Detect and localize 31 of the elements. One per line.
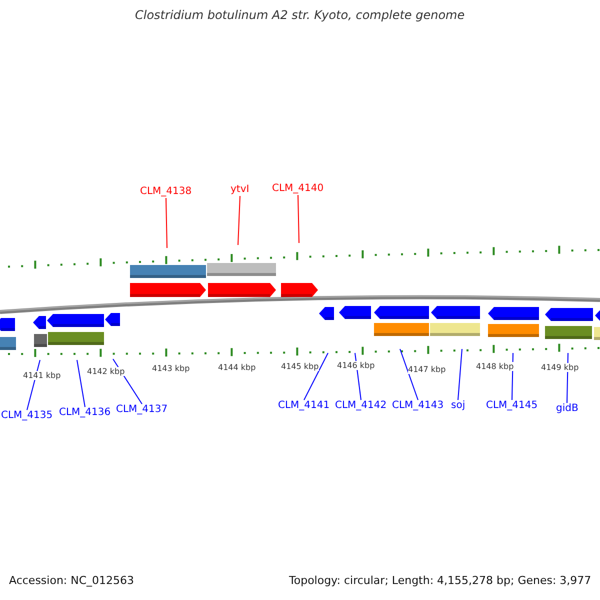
accession-text: Accession: NC_012563 bbox=[9, 574, 134, 587]
gene-label: ytvI bbox=[230, 184, 250, 196]
leader-line bbox=[298, 194, 300, 244]
gene-label: CLM_4141 bbox=[278, 400, 330, 412]
gene-label: CLM_4140 bbox=[272, 183, 324, 195]
scale-label: 4149 kbp bbox=[541, 363, 579, 372]
leader-line bbox=[400, 348, 418, 400]
leader-line bbox=[304, 352, 328, 400]
genome-stats-text: Topology: circular; Length: 4,155,278 bp; Genes: 3,977 bbox=[289, 574, 592, 587]
gene-label: CLM_4135 bbox=[1, 410, 53, 422]
gene-label: gidB bbox=[556, 403, 578, 415]
gene-label: CLM_4145 bbox=[486, 400, 538, 412]
scale-label: 4144 kbp bbox=[218, 363, 256, 372]
leader-line bbox=[166, 198, 168, 248]
gene-label: CLM_4142 bbox=[335, 400, 387, 412]
scale-label: 4143 kbp bbox=[152, 364, 190, 373]
gene-label: CLM_4137 bbox=[116, 404, 168, 416]
leader-line bbox=[76, 360, 86, 408]
scale-label: 4148 kbp bbox=[476, 362, 514, 371]
gene-label: CLM_4138 bbox=[140, 186, 192, 198]
leader-line bbox=[238, 196, 240, 246]
scale-label: 4146 kbp bbox=[337, 361, 375, 370]
map-title: Clostridium botulinum A2 str. Kyoto, complete genome bbox=[135, 8, 465, 22]
scale-label: 4147 kbp bbox=[408, 365, 446, 374]
scale-label: 4142 kbp bbox=[87, 367, 125, 376]
gene-label: CLM_4136 bbox=[59, 407, 111, 419]
scale-label: 4145 kbp bbox=[281, 362, 319, 371]
gene-label: soj bbox=[451, 400, 466, 412]
leader-line bbox=[458, 348, 462, 400]
gene-label: CLM_4143 bbox=[392, 400, 444, 412]
scale-label: 4141 kbp bbox=[23, 371, 61, 380]
